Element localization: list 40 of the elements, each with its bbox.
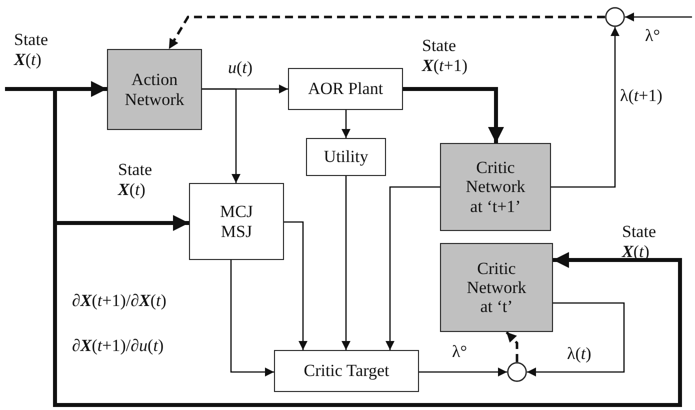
- node-label: Action Network: [124, 70, 186, 109]
- edge-label: λ(t): [567, 344, 592, 364]
- edge-label: λ°: [452, 342, 468, 362]
- arrow: [284, 221, 308, 350]
- summing-junction: [605, 7, 625, 27]
- node-label: AOR Plant: [308, 79, 384, 99]
- arrow: [202, 88, 240, 183]
- dashed-arrow: [506, 331, 518, 362]
- node-label: MCJ MSJ: [218, 202, 254, 241]
- edge-label: λ°: [645, 26, 660, 46]
- edge-label: State X(t): [118, 160, 153, 200]
- process-box: [274, 350, 419, 392]
- edge-label: u(t): [228, 58, 253, 78]
- node-label: Utility: [324, 147, 368, 167]
- arrow: [5, 81, 107, 97]
- process-box: [440, 143, 551, 231]
- edge-label: State X(t): [14, 30, 49, 70]
- formula-label: ∂X(t+1)/∂X(t): [72, 291, 166, 311]
- node-label: Critic Network at ‘t+1’: [464, 158, 526, 216]
- edge-label: State X(t+1): [422, 36, 468, 76]
- formula-label: ∂X(t+1)/∂u(t): [72, 336, 164, 356]
- node-label: Critic Network at ‘t’: [466, 258, 528, 316]
- arrow: [625, 12, 692, 22]
- arrow: [419, 368, 507, 376]
- arrow: [551, 27, 620, 188]
- edge-label: λ(t+1): [620, 86, 662, 106]
- process-box: [107, 49, 202, 130]
- dashed-arrow: [168, 16, 605, 50]
- process-box: [440, 243, 553, 332]
- process-box: [306, 138, 386, 176]
- arrow: [403, 87, 504, 143]
- node-label: Critic Target: [304, 361, 390, 381]
- process-box: [288, 68, 403, 110]
- process-box: [189, 183, 284, 260]
- arrow: [386, 186, 440, 350]
- arrow: [230, 260, 274, 376]
- arrow: [342, 176, 350, 350]
- arrow: [527, 302, 625, 376]
- summing-junction: [507, 362, 527, 382]
- arrow: [342, 110, 350, 138]
